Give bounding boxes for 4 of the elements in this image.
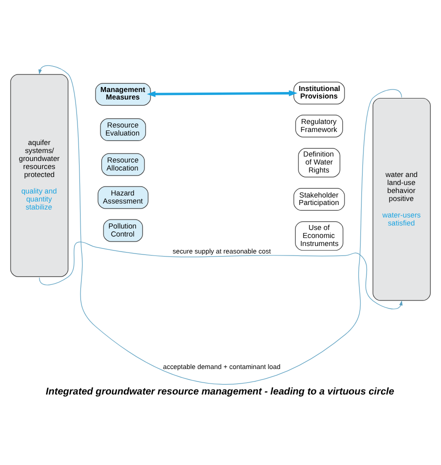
- arrow: [39, 241, 403, 309]
- arrow: [146, 90, 298, 97]
- arrow: [38, 64, 402, 384]
- caption: Integrated groundwater resource management - leading to a virtuous circle: [46, 386, 394, 397]
